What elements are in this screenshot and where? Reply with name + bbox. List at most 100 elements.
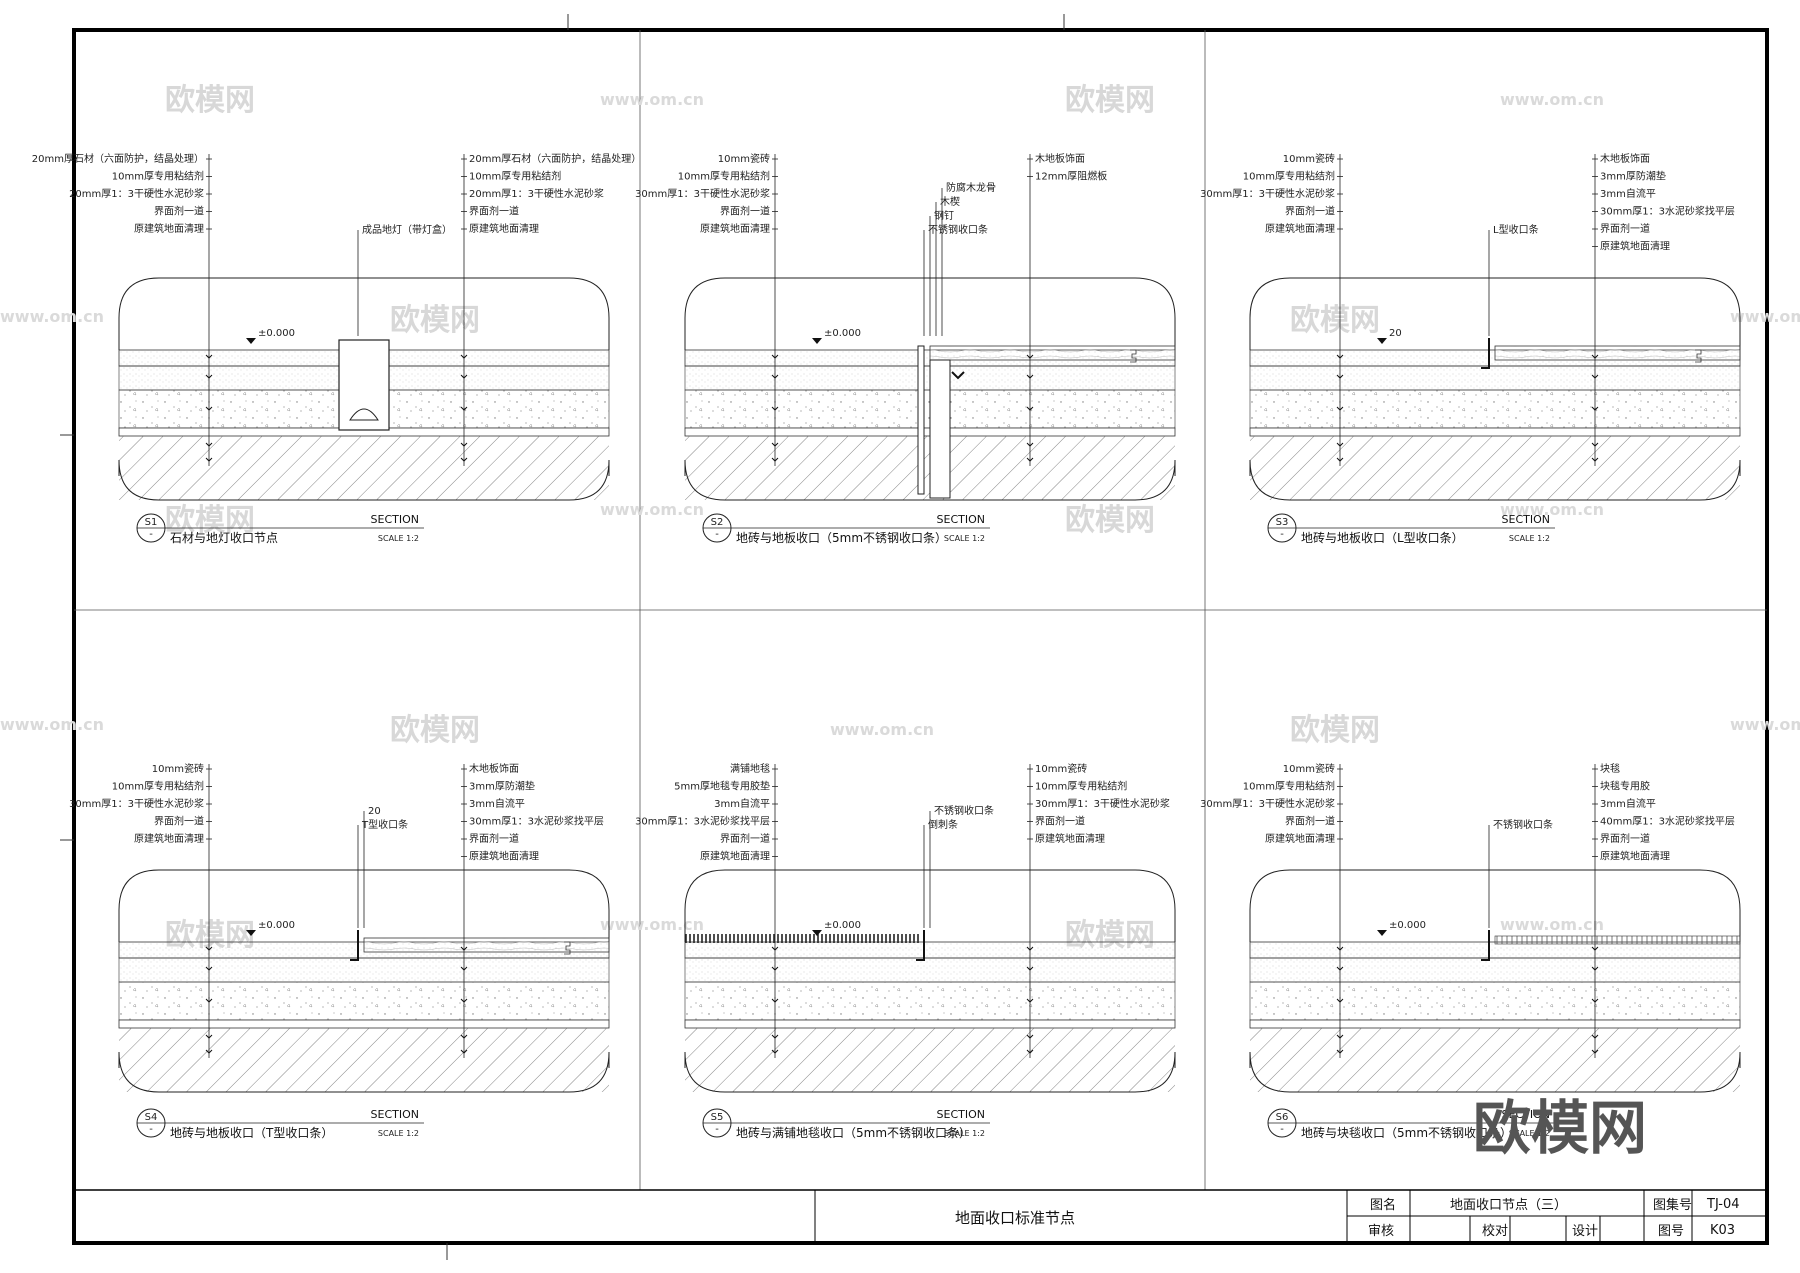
layer-arrow — [205, 1049, 213, 1054]
layer-arrow — [1026, 966, 1034, 971]
layer-label: 界面剂一道 — [154, 815, 204, 828]
section-label: SECTION — [937, 1108, 985, 1121]
callout-label: 倒刺条 — [928, 818, 958, 831]
section-title: 石材与地灯收口节点 — [170, 531, 278, 545]
layer-arrow — [1591, 354, 1599, 359]
trim-strip — [1481, 338, 1490, 369]
section-title: 地砖与块毯收口（5mm不锈钢收口条） — [1301, 1125, 1512, 1140]
wood-floor — [363, 937, 610, 953]
layer-label: 界面剂一道 — [720, 205, 770, 218]
tongue-groove — [1695, 349, 1702, 363]
watermark-url: www.om.cn — [830, 720, 934, 739]
layer-arrow — [1026, 946, 1034, 951]
layer-label: 10mm厚专用粘结剂 — [1243, 780, 1335, 793]
callout-label: 成品地灯（带灯盒） — [362, 223, 452, 236]
layer-label: 原建筑地面清理 — [1035, 832, 1105, 845]
layer-label: 原建筑地面清理 — [1265, 832, 1335, 845]
detail-panel-s3: 2010mm瓷砖10mm厚专用粘结剂30mm厚1：3干硬性水泥砂浆界面剂一道原建… — [1200, 152, 1741, 545]
layer-arrow — [771, 946, 779, 951]
layer-label: 30mm厚1：3干硬性水泥砂浆 — [635, 187, 770, 200]
level-text: 20 — [1389, 328, 1402, 339]
trim-strip — [916, 930, 925, 961]
section-sub: - — [149, 1124, 153, 1135]
nail-mark — [951, 371, 965, 380]
section-frame-top — [118, 277, 610, 319]
detail-panel-s1: ±0.00020mm厚石材（六面防护，结晶处理）10mm厚专用粘结剂20mm厚1… — [32, 152, 641, 545]
watermark-url: www.om.cn — [1500, 90, 1604, 109]
carpet-pile — [685, 934, 920, 943]
drawing-name-label: 图名 — [1370, 1197, 1396, 1213]
callout-label: 不锈钢收口条 — [928, 223, 988, 236]
layer-label: 界面剂一道 — [469, 832, 519, 845]
callout-label: 钢钉 — [934, 209, 954, 222]
check-label: 校对 — [1482, 1223, 1508, 1239]
watermark-brand: 欧模网 — [165, 83, 255, 118]
layer-arrow — [1591, 406, 1599, 411]
section-title: 地砖与满铺地毯收口（5mm不锈钢收口条） — [736, 1125, 971, 1140]
layer-label: 30mm厚1：3干硬性水泥砂浆 — [1200, 797, 1335, 810]
layer-arrow — [460, 442, 468, 447]
callout-label: L型收口条 — [1493, 223, 1539, 236]
watermark-url: www.om.cn — [600, 500, 704, 519]
base-slab — [119, 436, 609, 500]
layer-label: 10mm瓷砖 — [1283, 152, 1335, 165]
watermark-url: www.om.cn — [1730, 307, 1800, 326]
layer-label: 原建筑地面清理 — [134, 832, 204, 845]
watermark-brand: 欧模网 — [390, 713, 480, 748]
layer-arrow — [1336, 1034, 1344, 1039]
section-id: S3 — [1276, 517, 1289, 528]
watermark-url: www.om.cn — [600, 90, 704, 109]
base-slab — [1250, 1028, 1740, 1092]
adhesive-layer — [684, 957, 1176, 983]
layer-arrow — [771, 966, 779, 971]
layer-arrow — [460, 966, 468, 971]
tongue-groove — [1130, 349, 1137, 363]
layer-label: 木地板饰面 — [1035, 152, 1085, 165]
layer-arrow — [1591, 966, 1599, 971]
layer-label: 5mm厚地毯专用胶垫 — [674, 780, 770, 793]
layer-arrow — [1026, 1034, 1034, 1039]
layer-label: 10mm厚专用粘结剂 — [112, 170, 204, 183]
layer-arrow — [1336, 406, 1344, 411]
sheet-no-label: 图号 — [1658, 1224, 1684, 1239]
layer-arrow — [205, 1034, 213, 1039]
section-sub: - — [1280, 529, 1284, 540]
finish-layer — [1249, 941, 1741, 959]
design-label: 设计 — [1572, 1224, 1598, 1239]
section-frame-bottom — [118, 1051, 610, 1093]
mortar-layer — [118, 981, 610, 1021]
tongue-groove — [564, 941, 571, 955]
section-title: 地砖与地板收口（5mm不锈钢收口条） — [736, 530, 947, 545]
layer-label: 10mm瓷砖 — [718, 152, 770, 165]
level-marker — [812, 930, 822, 936]
layer-label: 10mm厚专用粘结剂 — [469, 170, 561, 183]
detail-panel-s2: ±0.00010mm瓷砖10mm厚专用粘结剂30mm厚1：3干硬性水泥砂浆界面剂… — [635, 152, 1176, 545]
section-id: S4 — [145, 1112, 158, 1123]
layer-label: 块毯专用胶 — [1600, 780, 1650, 793]
section-sub: - — [1280, 1124, 1284, 1135]
layer-label: 木地板饰面 — [469, 762, 519, 775]
callout-label: T型收口条 — [361, 818, 408, 831]
layer-label: 30mm厚1：3水泥砂浆找平层 — [469, 815, 604, 828]
layer-arrow — [1591, 374, 1599, 379]
section-frame-bottom — [1249, 1051, 1741, 1093]
layer-label: 原建筑地面清理 — [469, 222, 539, 235]
layer-label: 界面剂一道 — [1600, 832, 1650, 845]
layer-arrow — [1026, 374, 1034, 379]
layer-arrow — [460, 354, 468, 359]
layer-arrow — [460, 998, 468, 1003]
scale-label: SCALE 1:2 — [1509, 534, 1550, 543]
watermark-url: www.om.cn — [1500, 500, 1604, 519]
watermark-url: www.om.cn — [1500, 915, 1604, 934]
set-no: TJ-04 — [1706, 1197, 1740, 1212]
title-block: 地面收口标准节点 图名 地面收口节点（三） 图集号 TJ-04 审核 校对 设计… — [74, 1189, 1767, 1243]
layer-label: 30mm厚1：3水泥砂浆找平层 — [635, 815, 770, 828]
layer-label: 原建筑地面清理 — [1265, 222, 1335, 235]
review-label: 审核 — [1368, 1224, 1394, 1239]
adhesive-layer — [118, 957, 610, 983]
layer-arrow — [460, 1049, 468, 1054]
layer-arrow — [460, 946, 468, 951]
level-text: ±0.000 — [1389, 920, 1426, 931]
sheet-title: 地面收口标准节点 — [955, 1209, 1075, 1227]
layer-arrow — [1336, 457, 1344, 462]
